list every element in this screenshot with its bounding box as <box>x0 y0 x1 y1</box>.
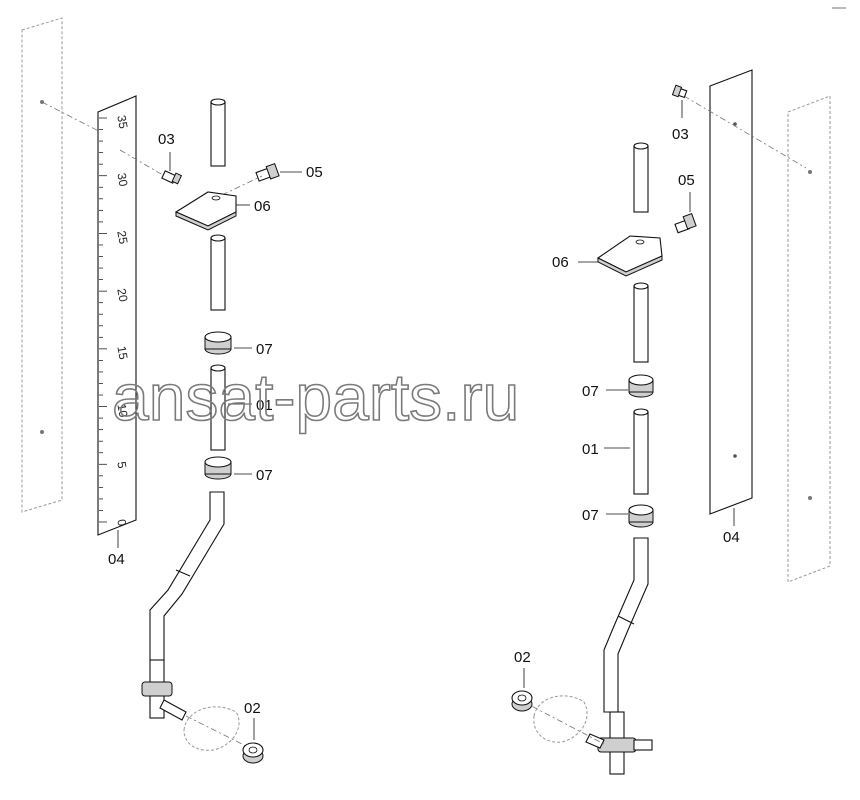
left-pipe-joint <box>175 569 191 577</box>
left-callout-04: 04 <box>108 551 125 568</box>
left-nut-02 <box>242 742 264 764</box>
left-upper-tube <box>210 98 226 167</box>
left-callout-02: 02 <box>244 700 261 717</box>
right-bracket-06 <box>596 235 663 277</box>
left-callout-03: 03 <box>158 131 175 148</box>
scale-label: 35 <box>114 114 130 130</box>
left-grommet-07-upper <box>204 331 232 355</box>
right-callout-07-upper: 07 <box>582 383 599 400</box>
right-panel-hole-top <box>808 170 812 174</box>
left-callout-06: 06 <box>254 198 271 215</box>
left-middle-tube <box>210 234 226 311</box>
right-callout-01: 01 <box>582 441 599 458</box>
left-lower-fitting <box>141 659 187 721</box>
scale-label: 5 <box>114 460 129 469</box>
left-mounting-panel-ghost <box>21 17 63 513</box>
right-middle-tube <box>633 282 649 363</box>
scale-label: 20 <box>114 287 130 303</box>
right-mounting-panel-ghost <box>787 95 831 583</box>
right-plate <box>709 69 753 515</box>
left-screw-03 <box>161 170 183 185</box>
right-callout-03: 03 <box>672 126 689 143</box>
right-panel-hole-bottom <box>808 496 812 500</box>
left-panel-hole-bottom <box>40 430 44 434</box>
left-screw-03-axis <box>119 149 169 179</box>
right-plate-axis <box>683 95 807 169</box>
left-assembly: 35 30 25 20 15 10 5 0 03 05 06 <box>21 17 323 764</box>
scale-label: 30 <box>114 172 130 188</box>
right-nut-axis <box>519 699 605 745</box>
left-callout-07-lower: 07 <box>256 467 273 484</box>
scale-label: 0 <box>114 518 129 527</box>
right-assembly: 04 03 05 06 <box>511 69 831 775</box>
left-screw-05 <box>255 163 280 182</box>
right-screw-05 <box>674 213 697 234</box>
right-callout-07-lower: 07 <box>582 507 599 524</box>
watermark: ansat-parts.ru <box>112 360 519 434</box>
right-nut-02 <box>511 690 533 712</box>
right-grommet-07-upper <box>628 374 654 398</box>
left-callout-01: 01 <box>256 397 273 414</box>
right-tube-01 <box>633 408 649 495</box>
right-grommet-07-lower <box>628 504 654 528</box>
right-pipe-joint <box>617 615 635 625</box>
left-tube-01 <box>210 364 226 451</box>
left-bent-pipe <box>149 491 225 661</box>
right-plate-hole-bottom <box>733 454 737 458</box>
left-screw-05-axis <box>221 175 263 196</box>
right-callout-02: 02 <box>514 649 531 666</box>
left-callout-05: 05 <box>306 164 323 181</box>
left-scale-labels: 35 30 25 20 15 10 5 0 <box>114 114 130 527</box>
scale-label: 15 <box>114 345 130 361</box>
left-grommet-07-lower <box>204 456 232 480</box>
scale-label: 25 <box>114 230 130 246</box>
left-bracket-06 <box>174 191 237 231</box>
left-scale-ticks <box>99 117 107 523</box>
right-callout-06: 06 <box>552 254 569 271</box>
left-scale-plate <box>97 95 137 536</box>
left-flange-ghost <box>183 706 240 751</box>
scale-label: 10 <box>114 403 130 419</box>
right-lower-fitting <box>585 711 653 775</box>
right-plate-hole-top <box>733 122 737 126</box>
right-flange-ghost <box>533 695 588 743</box>
right-bent-pipe <box>603 537 649 713</box>
right-screw-03 <box>671 84 688 99</box>
right-upper-tube <box>633 142 649 213</box>
left-nut-axis <box>185 715 247 747</box>
right-callout-05: 05 <box>678 172 695 189</box>
right-callout-04: 04 <box>723 529 740 546</box>
left-callout-07-upper: 07 <box>256 341 273 358</box>
